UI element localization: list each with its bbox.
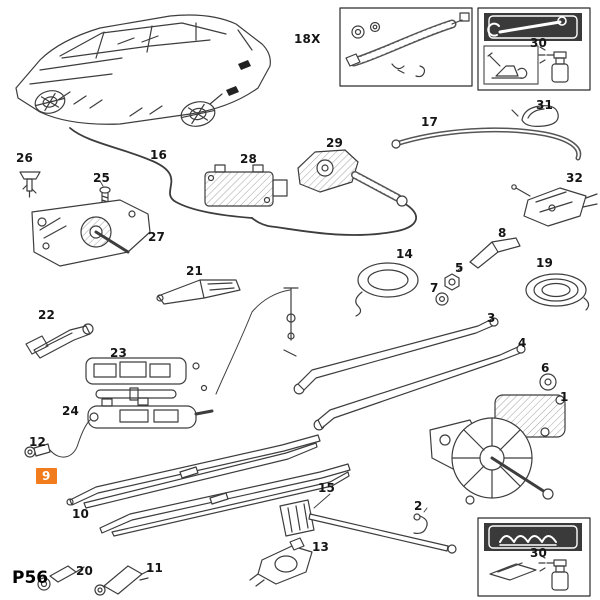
callout-22[interactable]: 22 [38,308,56,322]
part-6-grommet [539,373,557,391]
part-32-switch [511,184,598,227]
part-23-linkage-frame [85,357,208,401]
callout-17[interactable]: 17 [421,115,439,129]
callout-11[interactable]: 11 [146,561,164,575]
callout-30-bottom[interactable]: 30 [530,546,548,560]
callout-25[interactable]: 25 [93,171,111,185]
part-3-wiper-arm [293,317,499,395]
callout-3[interactable]: 3 [487,311,496,325]
callout-16[interactable]: 16 [150,148,168,162]
callout-10[interactable]: 10 [72,507,90,521]
gasket-icon [489,562,537,581]
part-14-washer-nozzle [355,262,419,317]
callout-9-highlighted[interactable]: 9 [36,468,57,484]
part-29-wiper-motor [297,149,408,207]
callout-26[interactable]: 26 [16,151,34,165]
part-5-nut [444,266,463,291]
part-17-hose [391,127,582,161]
oil-can-icon [487,52,528,79]
part-15-rear-wiper-arm [279,493,457,554]
callout-28[interactable]: 28 [240,152,258,166]
part-11-valve [94,565,151,596]
callout-8[interactable]: 8 [498,226,507,240]
callout-13[interactable]: 13 [312,540,330,554]
callout-6[interactable]: 6 [541,361,550,375]
part-22-wiper-switch [25,323,94,359]
page-code: P56 [12,568,49,588]
part-13-washer-pump [249,537,313,587]
part-19-coiled-hose [525,273,590,311]
spray-bottle-icon [538,554,569,591]
part-9-wiper-blade [66,434,321,509]
callout-19[interactable]: 19 [536,256,554,270]
callout-1[interactable]: 1 [560,390,569,404]
part-21-cover [156,279,241,305]
callout-7[interactable]: 7 [430,281,439,295]
car-illustration [15,14,271,127]
part-27-motor-bracket [31,199,151,267]
part-10-wiper-blade [99,463,351,537]
callout-12[interactable]: 12 [29,435,47,449]
part-1-rear-wiper-motor [429,394,566,505]
toolbox-top [477,7,591,91]
callout-29[interactable]: 29 [326,136,344,150]
callout-2[interactable]: 2 [414,499,423,513]
callout-5[interactable]: 5 [455,261,464,275]
callout-14[interactable]: 14 [396,247,414,261]
part-25-screw [99,180,111,211]
part-8-cover [469,237,521,269]
callout-30-top[interactable]: 30 [530,36,548,50]
callout-18x[interactable]: 18X [294,32,321,46]
part-4-wiper-arm [313,344,526,431]
callout-24[interactable]: 24 [62,404,80,418]
callout-4[interactable]: 4 [518,336,527,350]
callout-21[interactable]: 21 [186,264,204,278]
hose-kit-box [339,7,473,87]
part-26-clip [19,171,41,198]
toolbox-bottom [477,517,591,597]
callout-27[interactable]: 27 [148,230,166,244]
part-20-valve [37,565,85,591]
callout-32[interactable]: 32 [566,171,584,185]
part-24-nozzle-bracket [87,397,214,429]
part-16-washer-hose [69,127,417,236]
part-12-washer-jet [24,419,91,458]
part-7-grommet [435,292,449,306]
part-28-control-module [204,164,288,207]
spray-bottle-icon [538,46,569,83]
callout-23[interactable]: 23 [110,346,128,360]
part-2-clip [413,507,428,535]
part-31-cap [511,105,559,127]
callout-15[interactable]: 15 [318,481,336,495]
callout-31[interactable]: 31 [536,98,554,112]
pin-and-washers [215,287,299,395]
callout-20[interactable]: 20 [76,564,94,578]
